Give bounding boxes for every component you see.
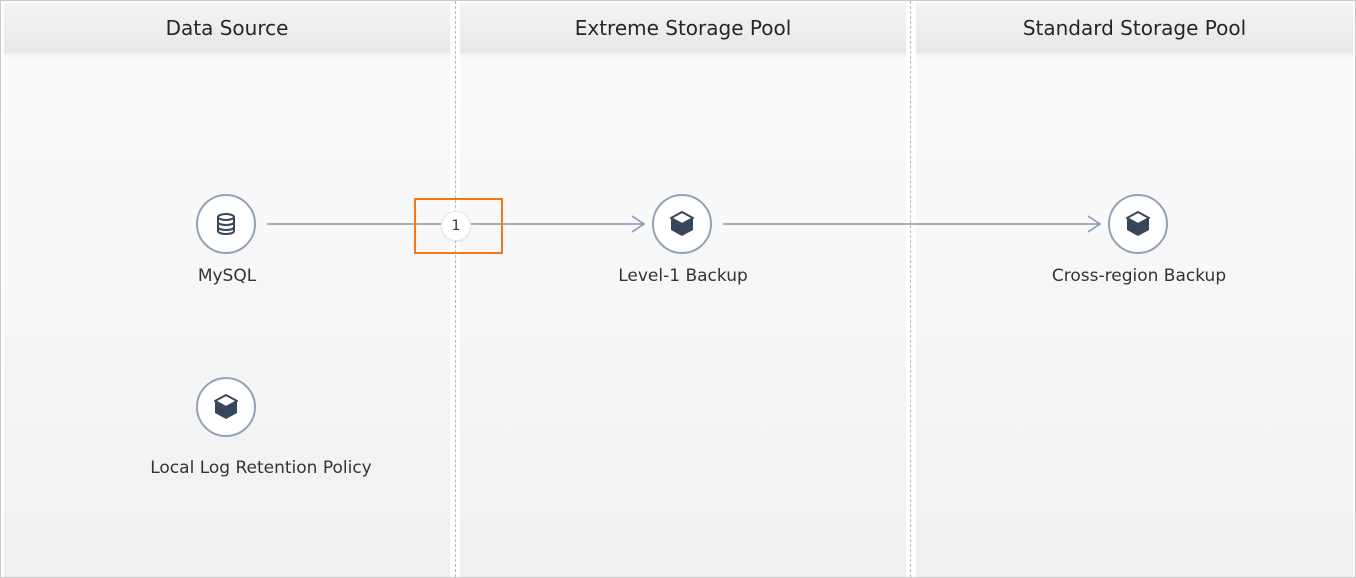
lane-extreme-storage-pool: Extreme Storage Pool (460, 1, 906, 577)
lane-data-source: Data Source (4, 1, 450, 577)
level1-backup-label: Level-1 Backup (618, 266, 748, 286)
lane-standard-storage-pool: Standard Storage Pool (916, 1, 1353, 577)
cube-icon (212, 393, 240, 421)
connector-count-badge[interactable]: 1 (441, 211, 471, 241)
local-log-retention-node[interactable] (196, 377, 256, 437)
lane-title: Data Source (165, 16, 289, 40)
lane-title: Extreme Storage Pool (574, 16, 792, 40)
cube-icon (1124, 210, 1152, 238)
cross-region-backup-node[interactable] (1108, 194, 1168, 254)
lane-divider (910, 1, 911, 577)
database-icon (212, 210, 240, 238)
mysql-node[interactable] (196, 194, 256, 254)
local-log-retention-label: Local Log Retention Policy (150, 458, 372, 478)
lane-title: Standard Storage Pool (1022, 16, 1247, 40)
lane-header-standard-storage-pool: Standard Storage Pool (916, 3, 1353, 54)
lane-header-extreme-storage-pool: Extreme Storage Pool (460, 3, 906, 54)
lane-header-data-source: Data Source (4, 3, 450, 54)
level1-backup-node[interactable] (652, 194, 712, 254)
cube-icon (668, 210, 696, 238)
mysql-label: MySQL (197, 266, 257, 286)
lane-divider (455, 1, 456, 577)
cross-region-backup-label: Cross-region Backup (1051, 266, 1227, 286)
